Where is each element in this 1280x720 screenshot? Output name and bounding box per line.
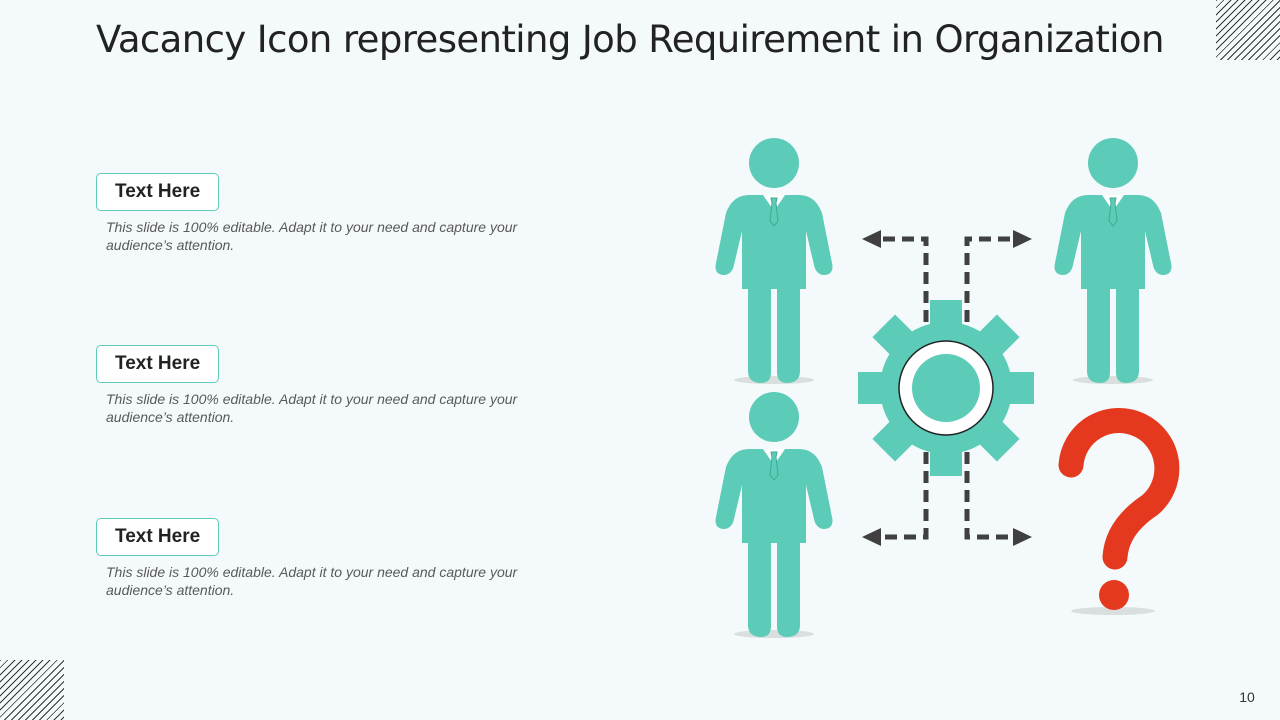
text-item-2: Text Here This slide is 100% editable. A…: [96, 345, 556, 426]
slide-title: Vacancy Icon representing Job Requiremen…: [96, 18, 1164, 61]
gear-icon: [858, 300, 1034, 476]
text-item-label[interactable]: Text Here: [96, 518, 220, 556]
arrow-left-icon: [862, 230, 881, 248]
person-icon: [714, 391, 834, 639]
text-item-3: Text Here This slide is 100% editable. A…: [96, 518, 556, 599]
text-item-1: Text Here This slide is 100% editable. A…: [96, 173, 556, 254]
question-mark-icon: [1058, 408, 1180, 615]
arrow-right-icon: [1013, 528, 1032, 546]
text-item-description: This slide is 100% editable. Adapt it to…: [106, 564, 518, 598]
arrow-left-icon: [862, 528, 881, 546]
person-icon: [1053, 137, 1173, 385]
text-item-description: This slide is 100% editable. Adapt it to…: [106, 391, 518, 425]
hatch-decoration-bottom-left: [0, 660, 64, 720]
page-number: 10: [1239, 689, 1255, 705]
text-item-label[interactable]: Text Here: [96, 173, 220, 211]
person-icon: [714, 137, 834, 385]
dashed-connectors: [880, 236, 1013, 540]
text-item-label[interactable]: Text Here: [96, 345, 220, 383]
hatch-decoration-top-right: [1216, 0, 1280, 60]
arrow-right-icon: [1013, 230, 1032, 248]
text-item-description: This slide is 100% editable. Adapt it to…: [106, 219, 518, 253]
